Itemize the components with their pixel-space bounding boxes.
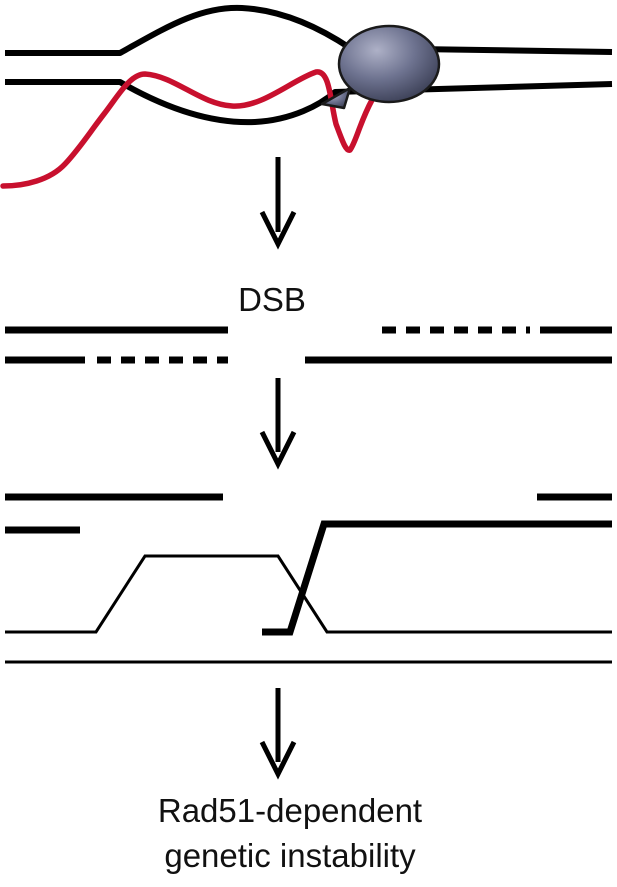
invading-strand	[262, 520, 612, 636]
dsb-panel: DSB	[5, 281, 612, 364]
rna-polymerase-icon	[320, 24, 441, 110]
polymerase-nub	[320, 86, 352, 110]
outcome-line-2: genetic instability	[164, 837, 416, 874]
polymerase-body	[337, 24, 441, 104]
down-arrow-2	[259, 378, 297, 470]
rloop-panel	[0, 4, 613, 189]
donor-dloop-strand	[5, 554, 612, 634]
outcome-text: Rad51-dependent genetic instability	[158, 792, 422, 874]
dsb-label: DSB	[238, 281, 306, 318]
down-arrow-1	[259, 157, 297, 250]
dna-bottom-strand	[5, 79, 613, 126]
dna-top-strand	[5, 4, 613, 56]
outcome-line-1: Rad51-dependent	[158, 792, 422, 829]
repair-panel	[5, 493, 612, 664]
rna-strand	[0, 69, 375, 189]
down-arrow-3	[259, 688, 297, 780]
